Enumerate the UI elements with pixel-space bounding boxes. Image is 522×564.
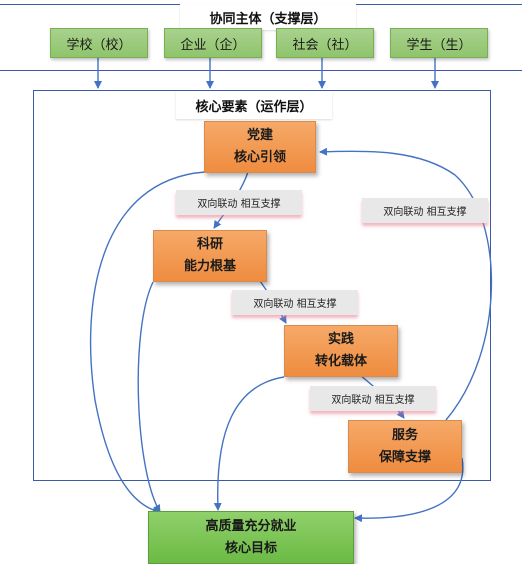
actor-society: 社会（社）: [276, 28, 374, 58]
link-label-service-party: 双向联动 相互支撑: [362, 198, 488, 223]
goal-line2: 核心目标: [224, 540, 277, 556]
core-layer-frame: [33, 90, 491, 481]
support-layer-bottom-line: [0, 70, 522, 71]
element-party-building-line2: 核心引领: [233, 150, 286, 165]
actor-enterprise: 企业（企）: [164, 28, 262, 58]
element-service: 服务 保障支撑: [348, 420, 462, 473]
actor-school: 学校（校）: [50, 28, 148, 58]
support-layer-title: 协同主体（支撑层）: [180, 4, 356, 30]
link-label-research-practice: 双向联动 相互支撑: [232, 290, 358, 315]
element-service-line2: 保障支撑: [378, 449, 431, 465]
element-practice-line1: 实践: [327, 332, 354, 347]
arrow-service-to-goal: [354, 457, 464, 523]
element-practice-line2: 转化载体: [314, 354, 367, 369]
arrow-service-to-party: [319, 147, 493, 421]
goal-line1: 高质量充分就业: [205, 518, 297, 534]
element-practice: 实践 转化载体: [284, 325, 398, 377]
element-party-building: 党建 核心引领: [204, 121, 316, 173]
goal-box: 高质量充分就业 核心目标: [148, 511, 354, 564]
actor-student: 学生（生）: [390, 28, 488, 58]
arrow-party-to-goal: [89, 171, 206, 515]
arrow-research-to-goal: [137, 281, 161, 513]
element-research: 科研 能力根基: [153, 230, 267, 282]
link-label-party-research: 双向联动 相互支撑: [176, 190, 302, 215]
element-research-line1: 科研: [196, 237, 223, 252]
link-label-practice-service: 双向联动 相互支撑: [310, 386, 436, 411]
element-research-line2: 能力根基: [183, 259, 236, 274]
element-party-building-line1: 党建: [246, 128, 273, 143]
arrow-practice-to-goal: [213, 376, 285, 511]
element-service-line1: 服务: [391, 427, 418, 443]
core-layer-title: 核心要素（运作层）: [176, 91, 332, 119]
